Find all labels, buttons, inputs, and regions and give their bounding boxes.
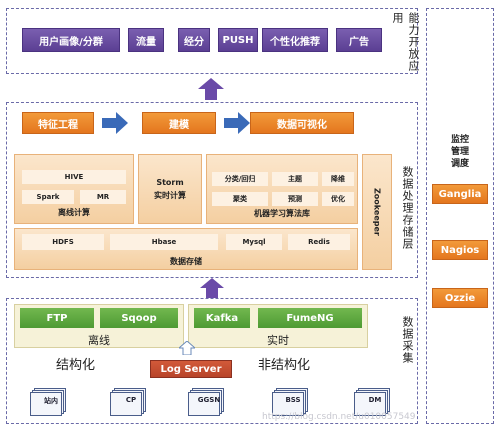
tool-nagios: Nagios bbox=[432, 240, 488, 260]
source-cp-label: CP bbox=[125, 396, 137, 404]
arrow-up-icon bbox=[179, 341, 195, 355]
storage-hdfs: HDFS bbox=[22, 234, 104, 250]
offline-compute-label: 离线计算 bbox=[58, 208, 90, 217]
ml-optimization: 优化 bbox=[322, 192, 354, 206]
arrow-up-icon bbox=[200, 278, 224, 298]
capability-traffic: 流量 bbox=[128, 28, 164, 52]
tool-kafka: Kafka bbox=[194, 308, 250, 328]
tool-fumeng: FumeNG bbox=[258, 308, 362, 328]
flow-feature-engineering: 特征工程 bbox=[22, 112, 94, 134]
source-bss-label: BSS bbox=[285, 396, 301, 404]
storage-redis: Redis bbox=[288, 234, 350, 250]
monitor-title-2: 管理 bbox=[450, 147, 469, 157]
spark-cell: Spark bbox=[22, 190, 74, 204]
storage-mysql: Mysql bbox=[226, 234, 282, 250]
ml-prediction: 预测 bbox=[272, 192, 318, 206]
source-dm-label: DM bbox=[368, 396, 382, 404]
collection-layer-label: 数据采集 bbox=[401, 316, 414, 364]
tool-ftp: FTP bbox=[20, 308, 94, 328]
source-ggsn-label: GGSN bbox=[197, 396, 221, 404]
processing-layer bbox=[6, 102, 418, 278]
flow-visualization: 数据可视化 bbox=[250, 112, 354, 134]
monitor-panel bbox=[426, 8, 494, 424]
arrow-right-icon bbox=[102, 112, 128, 134]
realtime-compute-label: 实时计算 bbox=[154, 191, 186, 200]
capability-layer bbox=[6, 8, 418, 74]
capability-analysis: 经分 bbox=[178, 28, 210, 52]
source-doc-icon: DM bbox=[354, 388, 390, 416]
offline-compute-block bbox=[14, 154, 134, 224]
arrow-up-icon bbox=[198, 78, 224, 100]
zookeeper-label: Zookeeper bbox=[372, 188, 382, 236]
tool-ganglia: Ganglia bbox=[432, 184, 488, 204]
source-doc-icon: 站内 bbox=[30, 388, 66, 416]
flow-modeling: 建模 bbox=[142, 112, 216, 134]
offline-collect-label: 离线 bbox=[88, 334, 110, 347]
processing-layer-label: 数据处理存储层 bbox=[401, 166, 414, 250]
capability-push: PUSH bbox=[218, 28, 258, 52]
arrow-right-icon bbox=[224, 112, 250, 134]
hive-cell: HIVE bbox=[22, 170, 126, 184]
realtime-collect-label: 实时 bbox=[267, 334, 289, 347]
capability-ads: 广告 bbox=[336, 28, 382, 52]
tool-sqoop: Sqoop bbox=[100, 308, 178, 328]
watermark: https://blog.csdn.net/u010057549 bbox=[262, 412, 416, 422]
unstructured-label: 非结构化 bbox=[258, 358, 311, 373]
capability-layer-label: 能力开放应用 bbox=[391, 12, 420, 72]
source-doc-icon: BSS bbox=[272, 388, 308, 416]
monitor-title-1: 监控 bbox=[450, 135, 469, 145]
monitor-title-3: 调度 bbox=[450, 159, 469, 169]
capability-recommend: 个性化推荐 bbox=[262, 28, 328, 52]
tool-ozzie: Ozzie bbox=[432, 288, 488, 308]
ml-topic: 主题 bbox=[272, 172, 318, 186]
ml-classification: 分类/回归 bbox=[212, 172, 268, 186]
collection-layer bbox=[6, 298, 418, 424]
storm-block bbox=[138, 154, 202, 224]
source-doc-icon: GGSN bbox=[188, 388, 224, 416]
ml-clustering: 聚类 bbox=[212, 192, 268, 206]
capability-user-profile: 用户画像/分群 bbox=[22, 28, 120, 52]
source-doc-icon: CP bbox=[110, 388, 146, 416]
storm-label: Storm bbox=[156, 178, 184, 187]
ml-library-label: 机器学习算法库 bbox=[254, 209, 310, 218]
ml-dimension-reduction: 降维 bbox=[322, 172, 354, 186]
log-server: Log Server bbox=[150, 360, 232, 378]
mr-cell: MR bbox=[80, 190, 126, 204]
source-onsite-label: 站内 bbox=[44, 397, 58, 405]
storage-hbase: Hbase bbox=[110, 234, 218, 250]
zookeeper-block bbox=[362, 154, 392, 270]
storage-label: 数据存储 bbox=[170, 257, 202, 266]
structured-label: 结构化 bbox=[56, 358, 96, 373]
ml-library-block bbox=[206, 154, 358, 224]
